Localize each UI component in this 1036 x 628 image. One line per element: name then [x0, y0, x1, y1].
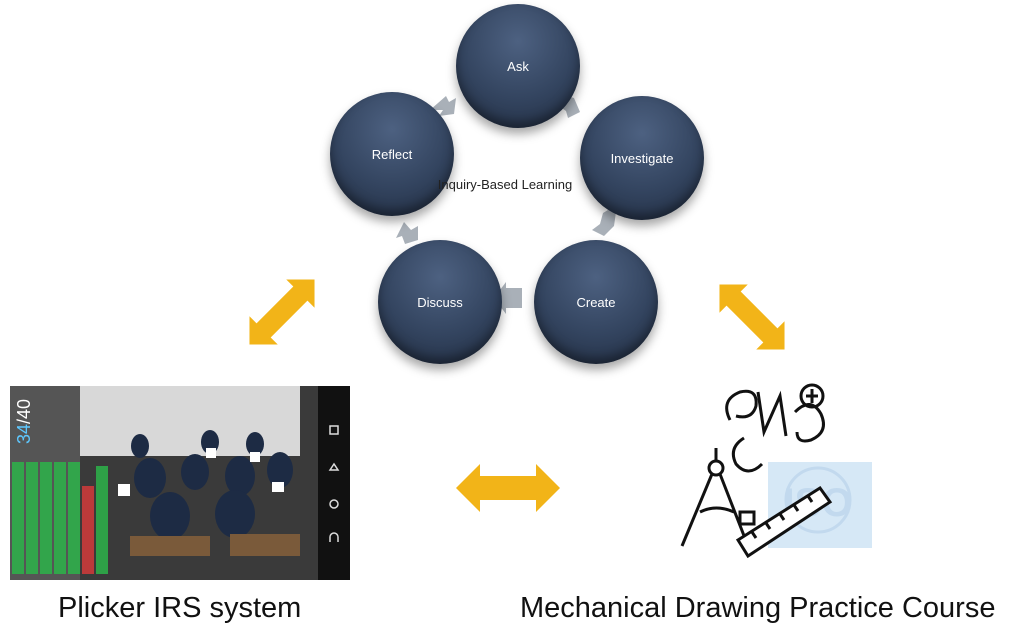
cycle-node-label: Ask	[507, 58, 529, 74]
cycle-node-ask: Ask	[456, 4, 580, 128]
cycle-node-reflect: Reflect	[330, 92, 454, 216]
response-count: 34	[14, 423, 34, 444]
cycle-node-create: Create	[534, 240, 658, 364]
cycle-center-label: Inquiry-Based Learning	[437, 177, 573, 192]
ruler-icon	[735, 485, 833, 559]
cycle-node-label: Investigate	[610, 150, 674, 166]
classroom-scene	[10, 386, 350, 580]
drawing-logo: ISO	[680, 383, 872, 559]
double-arrow-icon	[456, 464, 560, 512]
double-arrow-icon	[719, 284, 785, 350]
cycle-node-label: Discuss	[417, 294, 463, 310]
cycle-arrow-icon	[592, 210, 616, 236]
drafting-compass-icon	[680, 448, 756, 547]
phone-nav-icons	[328, 425, 340, 542]
cycle-arrow-icon	[430, 96, 456, 116]
cns-logo-icon	[725, 383, 825, 473]
double-arrow-icon	[249, 279, 315, 345]
cycle-node-label: Reflect	[371, 146, 413, 162]
caption-plicker: Plicker IRS system	[58, 592, 302, 624]
caption-drawing-course: Mechanical Drawing Practice Course	[520, 592, 996, 624]
iso-logo-icon	[784, 466, 852, 534]
response-counter: 34/40	[14, 399, 35, 444]
cycle-node-investigate: Investigate	[580, 96, 704, 220]
response-total: /40	[14, 398, 34, 424]
cycle-node-discuss: Discuss	[378, 240, 502, 364]
cycle-node-label: Create	[576, 294, 616, 310]
classroom-photo: 34/40	[10, 386, 350, 580]
cycle-arrow-icon	[396, 222, 418, 244]
